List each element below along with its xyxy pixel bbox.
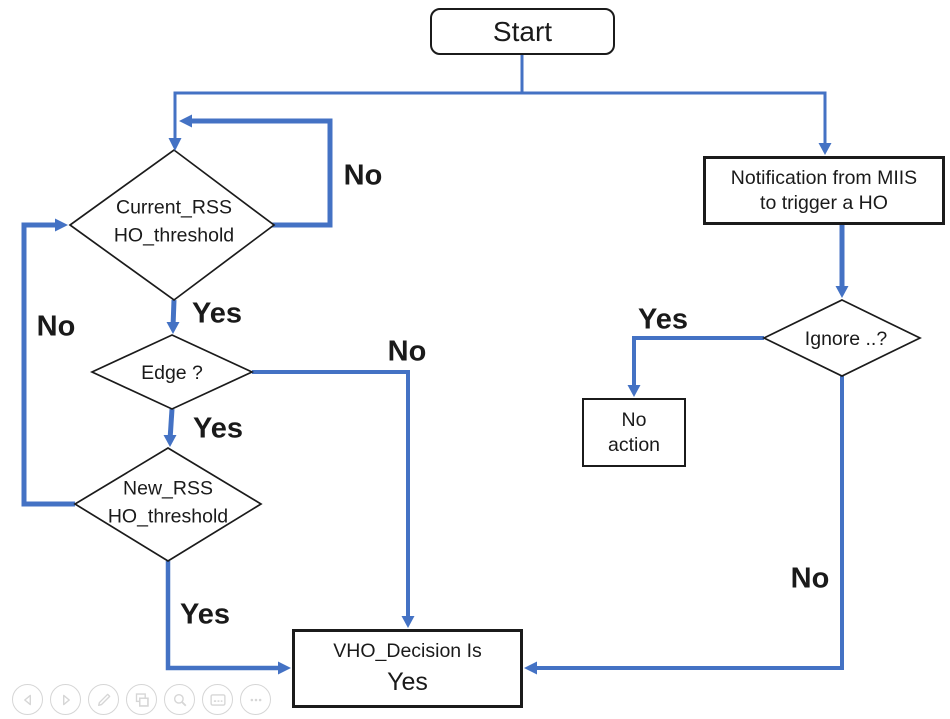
notification-node: Notification from MIIS to trigger a HO [703, 156, 945, 225]
more-options-icon [250, 698, 261, 701]
connector-main-split [173, 91, 827, 146]
vho-decision-line2: Yes [387, 667, 428, 696]
vho-decision-node: VHO_Decision Is Yes [292, 629, 523, 708]
connector-new-no-loop [21, 222, 75, 507]
connector-edge-no [252, 370, 410, 621]
branch-label-ignore-no: No [790, 562, 830, 595]
start-node-label: Start [492, 15, 553, 47]
arrowhead-into-ignore [835, 286, 849, 298]
previous-slide-button[interactable] [12, 684, 43, 715]
branch-label-new-yes: Yes [180, 598, 230, 631]
connector-ignore-yes [632, 336, 764, 389]
next-slide-button[interactable] [50, 684, 81, 715]
arrowhead-into-new-top [163, 435, 177, 447]
see-all-slides-button[interactable] [126, 684, 157, 715]
arrowhead-into-vho-top [401, 616, 415, 628]
notification-node-line2: to trigger a HO [760, 191, 888, 214]
branch-label-ignore-yes: Yes [638, 303, 688, 336]
arrowhead-into-notification [818, 143, 832, 155]
connector-new-yes [165, 561, 282, 671]
start-node: Start [430, 8, 615, 55]
no-action-node-line2: action [607, 433, 661, 456]
connector-ignore-no [532, 376, 844, 670]
previous-slide-icon [23, 694, 31, 705]
ignore-decision-shape [762, 299, 922, 377]
arrowhead-into-current-top [168, 138, 182, 151]
vho-decision-line1: VHO_Decision Is [333, 640, 482, 663]
branch-label-new-no: No [36, 310, 76, 343]
pen-tools-icon [97, 693, 110, 706]
branch-label-current-no: No [343, 159, 383, 192]
magnifier-icon [173, 693, 186, 706]
arrowhead-into-current-left [55, 218, 68, 232]
captions-icon [209, 693, 226, 706]
branch-label-edge-yes: Yes [193, 412, 243, 445]
pen-tools-button[interactable] [88, 684, 119, 715]
branch-label-edge-no: No [387, 335, 427, 368]
no-action-node-line1: No [621, 408, 647, 431]
new-rss-decision-shape [73, 447, 263, 562]
no-action-node: No action [582, 398, 686, 467]
captions-button[interactable] [202, 684, 233, 715]
next-slide-icon [62, 694, 70, 705]
current-rss-decision-shape [68, 148, 276, 302]
zoom-slide-button[interactable] [164, 684, 195, 715]
arrowhead-into-vho-left [278, 661, 291, 675]
connector-edge-yes [167, 408, 175, 441]
arrowhead-into-no-action [627, 385, 641, 397]
notification-node-line1: Notification from MIIS [730, 166, 918, 189]
edge-decision-shape [89, 334, 255, 410]
slideshow-toolbar [12, 684, 271, 715]
more-options-button[interactable] [240, 684, 271, 715]
branch-label-current-yes: Yes [192, 297, 242, 330]
arrowhead-into-vho-right [524, 661, 537, 675]
arrowhead-into-edge-top [166, 322, 180, 334]
arrowhead-no-loop-merge [179, 114, 192, 128]
connector-current-no-loop [190, 118, 333, 228]
see-all-slides-icon [135, 692, 149, 707]
